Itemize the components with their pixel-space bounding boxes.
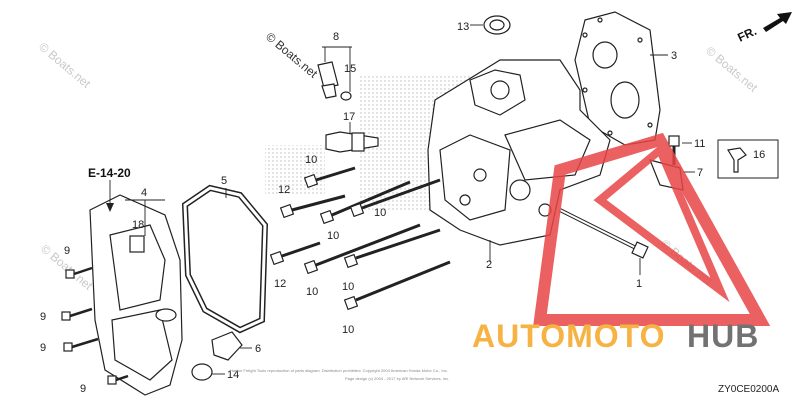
part-label-1: 1 xyxy=(636,278,642,290)
front-direction-label: FR. xyxy=(735,24,758,45)
part-label-10e: 10 xyxy=(342,281,354,293)
part-label-15: 15 xyxy=(344,63,356,75)
part-label-13: 13 xyxy=(457,21,469,33)
long-bolt xyxy=(559,208,649,275)
oil-seal xyxy=(470,15,511,35)
part-label-18: 18 xyxy=(132,219,144,231)
head-gasket xyxy=(574,11,668,146)
part-label-7: 7 xyxy=(697,167,703,179)
head-cover xyxy=(89,194,183,396)
part-label-9a: 9 xyxy=(64,245,70,257)
part-label-9c: 9 xyxy=(40,342,46,354)
brand-watermark: AUTOMOTO HUB xyxy=(472,132,771,354)
part-label-12a: 12 xyxy=(278,184,290,196)
part-label-4: 4 xyxy=(141,187,147,199)
footer-line-2: Page design (c) 2004 - 2017 by ARI Netwo… xyxy=(345,376,449,381)
watermark-1: © Boats.net xyxy=(36,40,94,92)
clip-box xyxy=(717,139,779,179)
part-label-8: 8 xyxy=(333,31,339,43)
part-labels: 1 2 3 4 5 6 7 8 9 9 9 9 10 10 10 10 10 1… xyxy=(40,21,765,395)
part-label-10c: 10 xyxy=(374,207,386,219)
part-label-17: 17 xyxy=(343,111,355,123)
part-label-12b: 12 xyxy=(274,278,286,290)
sensor-assembly xyxy=(317,46,352,101)
filler-cap xyxy=(191,331,252,381)
watermark-5: © Boats.net xyxy=(263,30,321,82)
part-label-9d: 9 xyxy=(80,383,86,395)
arrow-icon xyxy=(763,12,792,32)
footer-line-1: Harbor Freight Tools reproduction of par… xyxy=(230,368,448,373)
part-label-3: 3 xyxy=(671,50,677,62)
triangle-logo-icon xyxy=(533,132,771,326)
part-label-10b: 10 xyxy=(327,230,339,242)
part-label-11: 11 xyxy=(694,138,705,150)
cover-bolts xyxy=(61,266,129,385)
cylinder-head xyxy=(427,59,611,262)
spark-plug xyxy=(325,122,379,153)
watermark-2: © Boats.net xyxy=(703,44,761,96)
diagram-code: ZY0CE0200A xyxy=(718,384,779,395)
part-label-10a: 10 xyxy=(305,154,317,166)
part-label-14: 14 xyxy=(227,369,239,381)
reference-label: E-14-20 xyxy=(88,166,131,180)
brand-part2: HUB xyxy=(687,318,759,354)
brand-part1: AUTOMOTO xyxy=(472,318,665,354)
part-label-10f: 10 xyxy=(342,324,354,336)
part-label-2: 2 xyxy=(486,259,492,271)
part-label-9b: 9 xyxy=(40,311,46,323)
head-bolts xyxy=(269,166,451,311)
part-label-10d: 10 xyxy=(306,286,318,298)
cover-gasket xyxy=(181,184,269,334)
shading xyxy=(265,145,325,195)
part-label-16: 16 xyxy=(753,149,765,161)
part-label-5: 5 xyxy=(221,175,227,187)
part-label-6: 6 xyxy=(255,343,261,355)
front-direction-indicator: FR. xyxy=(735,12,792,45)
